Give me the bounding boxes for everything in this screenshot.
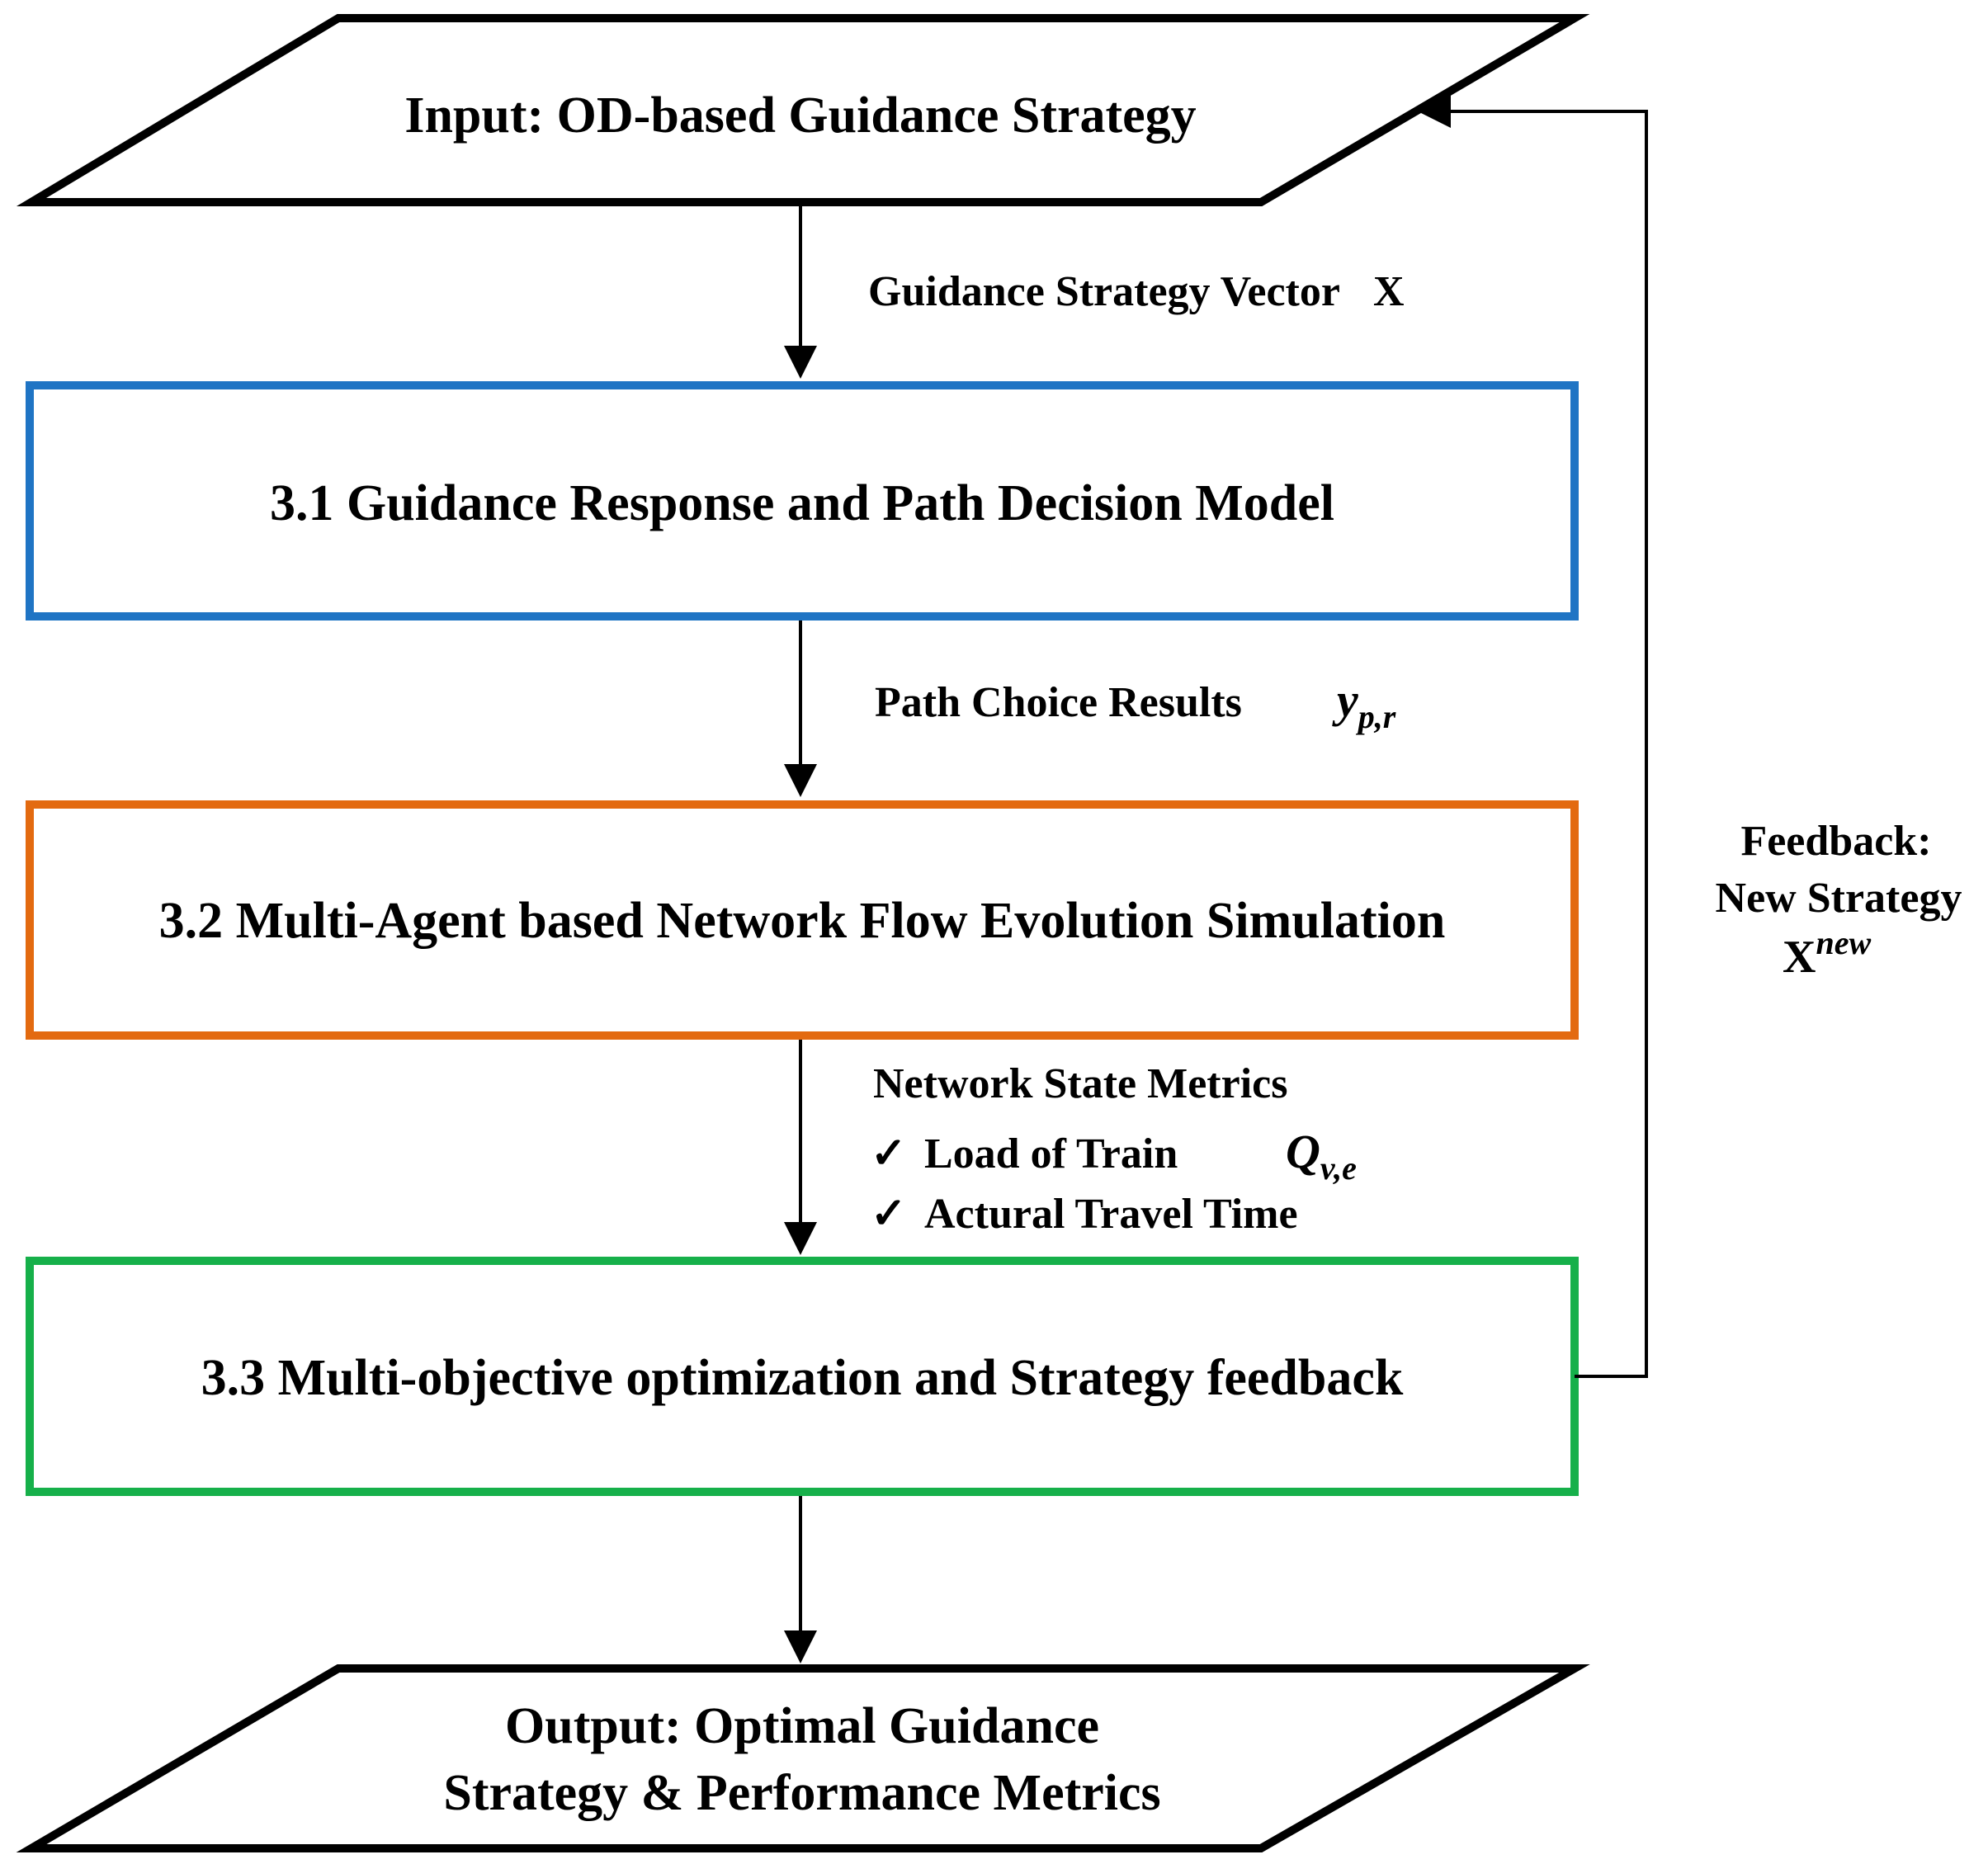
output-parallelogram <box>16 1664 1590 1852</box>
feedback-line1: Feedback: <box>1740 818 1931 865</box>
input-label: Input: OD-based Guidance Strategy <box>404 87 1196 144</box>
path-choice-text: Path Choice Results <box>875 679 1242 726</box>
feedback-superscript: new <box>1816 924 1871 961</box>
check-icon: ✓ <box>871 1191 907 1238</box>
feedback-label: Feedback: New Strategy Xnew <box>1716 818 1962 983</box>
box-network-flow-simulation <box>26 800 1579 1040</box>
box-multi-objective-optimization <box>26 1257 1579 1496</box>
load-of-train-text: Load of Train <box>924 1130 1178 1177</box>
box-guidance-response <box>26 381 1579 621</box>
output-label-line2: Strategy & Performance Metrics <box>443 1765 1160 1821</box>
feedback-symbol: X <box>1783 932 1816 983</box>
box1-label: 3.1 Guidance Response and Path Decision … <box>270 475 1334 531</box>
edge-label-path-choice: Path Choice Results yp,r <box>875 673 1396 735</box>
path-choice-subscript: p,r <box>1356 698 1396 735</box>
network-state-title: Network State Metrics <box>873 1060 1287 1107</box>
strategy-vector-text: Guidance Strategy Vector <box>868 268 1339 315</box>
load-symbol: Q <box>1286 1125 1320 1178</box>
svg-text:Xnew: Xnew <box>1783 924 1871 983</box>
box3-label: 3.3 Multi-objective optimization and Str… <box>201 1350 1404 1406</box>
load-subscript: v,e <box>1320 1149 1357 1187</box>
box2-label: 3.2 Multi-Agent based Network Flow Evolu… <box>159 893 1446 949</box>
edge-label-network-state: Network State Metrics ✓ Load of Train Qv… <box>871 1060 1357 1238</box>
svg-text:yp,r: yp,r <box>1332 673 1396 735</box>
svg-text:Qv,e: Qv,e <box>1286 1125 1357 1187</box>
path-choice-symbol: y <box>1332 673 1358 727</box>
travel-time-text: Actural Travel Time <box>924 1191 1298 1238</box>
feedback-loop-arrow <box>1418 95 1648 1378</box>
check-icon: ✓ <box>871 1130 907 1177</box>
strategy-vector-symbol: X <box>1373 268 1405 315</box>
svg-text:Guidance Strategy Vector: Guidance Strategy Vector X <box>868 268 1405 315</box>
input-parallelogram <box>16 13 1590 206</box>
feedback-line2: New Strategy <box>1716 875 1962 922</box>
edge-label-strategy-vector: Guidance Strategy Vector X <box>868 268 1405 315</box>
output-label-line1: Output: Optimal Guidance <box>505 1698 1099 1754</box>
